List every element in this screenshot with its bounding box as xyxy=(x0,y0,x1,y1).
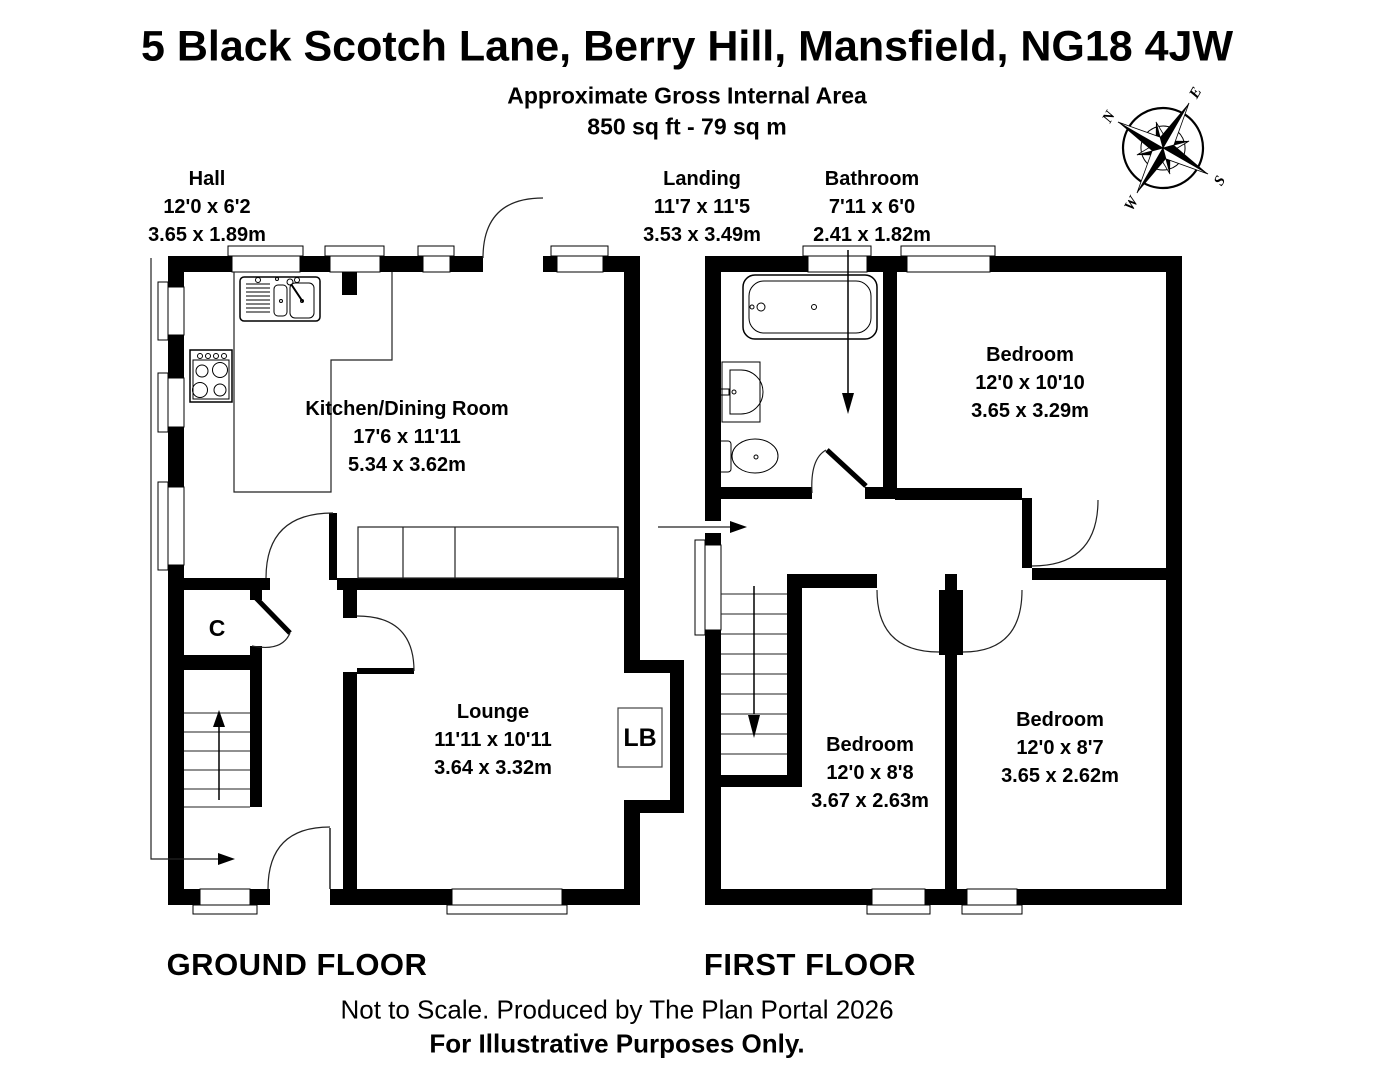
compass-rose-icon: N E S W xyxy=(1099,85,1229,214)
subtitle: Approximate Gross Internal Area xyxy=(507,82,867,109)
ground-floor-doors xyxy=(251,197,544,890)
room-size-imperial: 12'0 x 8'8 xyxy=(826,762,914,784)
ground-floor-plan xyxy=(150,197,684,915)
page-title: 5 Black Scotch Lane, Berry Hill, Mansfie… xyxy=(140,22,1234,71)
hob xyxy=(189,349,233,403)
room-size-imperial: 11'11 x 10'11 xyxy=(434,729,552,751)
first-floor-plan xyxy=(658,245,1182,915)
room-size-imperial: 12'0 x 10'10 xyxy=(975,372,1085,394)
room-size-imperial: 7'11 x 6'0 xyxy=(828,196,916,218)
room-size-imperial: 12'0 x 6'2 xyxy=(163,196,251,218)
room-size-metric: 3.65 x 1.89m xyxy=(148,224,266,246)
room-name: Landing xyxy=(663,168,741,190)
entrance-arrow xyxy=(150,258,235,865)
compass-e: E xyxy=(1186,85,1205,103)
room-label-kitchen-dining: Kitchen/Dining Room 17'6 x 11'11 5.34 x … xyxy=(305,395,508,479)
room-size-metric: 3.53 x 3.49m xyxy=(643,224,761,246)
room-name: Kitchen/Dining Room xyxy=(305,398,509,420)
first-floor-windows xyxy=(694,245,1023,915)
letterbox-recess xyxy=(617,707,663,768)
room-size-metric: 2.41 x 1.82m xyxy=(813,224,931,246)
room-label-lounge: Lounge 11'11 x 10'11 3.64 x 3.32m xyxy=(434,698,552,782)
stairs-up-arrow xyxy=(213,710,225,800)
area-text: 850 sq ft - 79 sq m xyxy=(587,113,787,140)
ground-floor-windows xyxy=(157,245,609,915)
room-size-imperial: 17'6 x 11'11 xyxy=(353,426,461,448)
room-label-hall: Hall 12'0 x 6'2 3.65 x 1.89m xyxy=(148,165,266,249)
room-size-metric: 5.34 x 3.62m xyxy=(348,454,466,476)
kitchen-sink xyxy=(239,276,321,322)
letterbox-label: LB xyxy=(623,724,656,752)
footer-disclaimer: Not to Scale. Produced by The Plan Porta… xyxy=(340,994,894,1025)
room-name: Bedroom xyxy=(826,734,914,756)
room-label-bedroom-3: Bedroom 12'0 x 8'7 3.65 x 2.62m xyxy=(1001,706,1119,790)
footer-illustrative: For Illustrative Purposes Only. xyxy=(429,1028,805,1059)
toilet xyxy=(716,438,779,474)
first-floor-doors xyxy=(811,448,1099,653)
room-size-imperial: 11'7 x 11'5 xyxy=(653,196,751,218)
room-size-metric: 3.65 x 2.62m xyxy=(1001,765,1119,787)
room-label-bedroom-1: Bedroom 12'0 x 10'10 3.65 x 3.29m xyxy=(971,341,1089,425)
compass-w: W xyxy=(1122,193,1143,214)
stairs-ground xyxy=(184,712,250,808)
room-label-bathroom: Bathroom 7'11 x 6'0 2.41 x 1.82m xyxy=(813,165,931,249)
wash-basin xyxy=(719,361,764,423)
bathroom-pointer-arrow xyxy=(842,250,854,414)
room-name: Bedroom xyxy=(986,344,1074,366)
ground-floor-walls xyxy=(168,256,684,905)
compass-n: N xyxy=(1099,107,1119,126)
room-name: Lounge xyxy=(456,701,530,723)
first-floor-walls xyxy=(705,256,1182,905)
room-size-metric: 3.67 x 2.63m xyxy=(811,790,929,812)
room-label-bedroom-2: Bedroom 12'0 x 8'8 3.67 x 2.63m xyxy=(811,731,929,815)
room-size-metric: 3.65 x 3.29m xyxy=(971,400,1089,422)
room-name: Hall xyxy=(188,168,226,190)
room-name: Bedroom xyxy=(1016,709,1104,731)
kitchen-counter xyxy=(233,272,619,579)
cupboard-label: C xyxy=(209,615,226,641)
ground-floor-title: GROUND FLOOR xyxy=(166,947,428,982)
room-name: Bathroom xyxy=(824,168,920,190)
stairs-down-arrow xyxy=(748,586,760,738)
first-floor-title: FIRST FLOOR xyxy=(703,947,917,982)
room-size-metric: 3.64 x 3.32m xyxy=(434,757,552,779)
room-label-landing: Landing 11'7 x 11'5 3.53 x 3.49m xyxy=(643,165,761,249)
room-size-imperial: 12'0 x 8'7 xyxy=(1016,737,1104,759)
landing-entry-arrow xyxy=(658,521,747,533)
compass-s: S xyxy=(1211,173,1229,188)
bathtub xyxy=(742,274,878,340)
